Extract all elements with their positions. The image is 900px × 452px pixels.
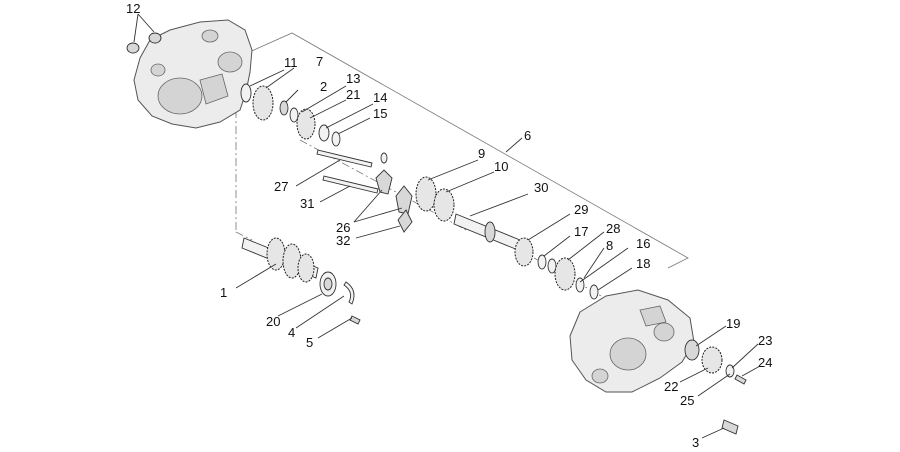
label-12: 12 [126, 1, 140, 16]
label-7: 7 [316, 54, 323, 69]
label-8: 8 [606, 238, 613, 253]
label-15: 15 [373, 106, 387, 121]
label-24: 24 [758, 355, 772, 370]
shift-forks [375, 152, 413, 233]
label-31: 31 [300, 196, 314, 211]
label-27: 27 [274, 179, 288, 194]
label-2: 2 [320, 79, 327, 94]
label-4: 4 [288, 325, 295, 340]
label-32: 32 [336, 233, 350, 248]
sprocket-parts [684, 339, 747, 435]
label-10: 10 [494, 159, 508, 174]
label-25: 25 [680, 393, 694, 408]
label-20: 20 [266, 314, 280, 329]
label-1: 1 [220, 285, 227, 300]
label-16: 16 [636, 236, 650, 251]
label-14: 14 [373, 90, 387, 105]
part-number-labels: 12 11 7 2 13 21 14 15 6 9 10 30 29 17 28… [126, 1, 772, 450]
label-13: 13 [346, 71, 360, 86]
right-crankcase-half [569, 289, 695, 393]
label-28: 28 [606, 221, 620, 236]
left-crankcase-half [133, 19, 253, 129]
shift-rods [316, 149, 379, 194]
label-21: 21 [346, 87, 360, 102]
middle-gears [415, 176, 521, 251]
label-3: 3 [692, 435, 699, 450]
label-6: 6 [524, 128, 531, 143]
label-11: 11 [284, 55, 298, 70]
label-30: 30 [534, 180, 548, 195]
label-17: 17 [574, 224, 588, 239]
label-29: 29 [574, 202, 588, 217]
countershaft-bearing-parts [319, 271, 361, 325]
upper-shaft-parts [240, 83, 341, 147]
label-19: 19 [726, 316, 740, 331]
label-5: 5 [306, 335, 313, 350]
countershaft-1 [241, 237, 319, 283]
label-26: 26 [336, 220, 350, 235]
part-12-bushings [126, 32, 162, 54]
output-shaft-parts [514, 237, 599, 300]
label-22: 22 [664, 379, 678, 394]
leader-lines [133, 13, 761, 439]
label-18: 18 [636, 256, 650, 271]
label-23: 23 [758, 333, 772, 348]
label-9: 9 [478, 146, 485, 161]
